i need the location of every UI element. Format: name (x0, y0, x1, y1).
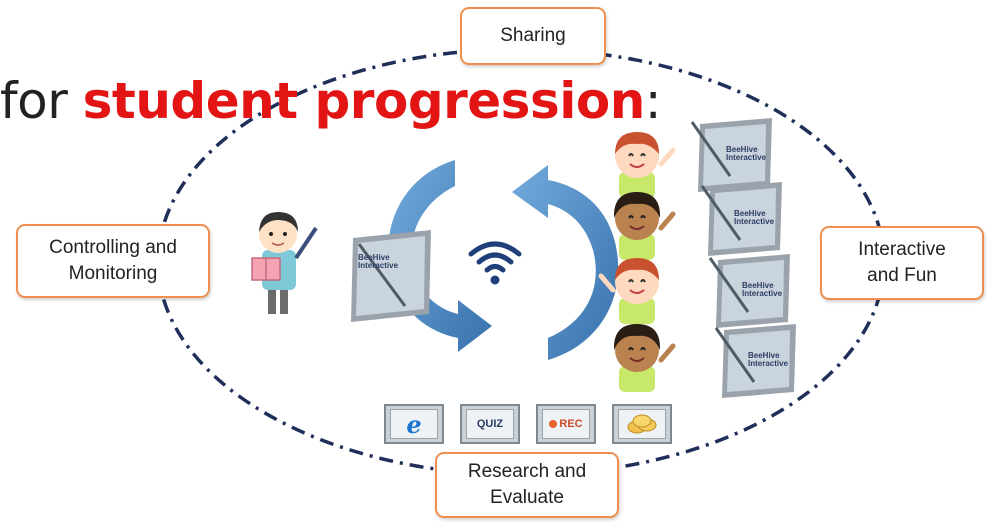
student-tablet-2-icon (700, 182, 782, 256)
node-research-and-evaluate: Research and Evaluate (435, 452, 619, 518)
wifi-icon (468, 241, 522, 285)
tool-internet-explorer: e (384, 404, 444, 444)
title-suffix: : (644, 72, 662, 130)
node-interactive-and-fun: Interactive and Fun (820, 226, 984, 300)
student-tablet-4-label: BeeHive Interactive (748, 351, 789, 369)
student-tablet-3-label: BeeHive Interactive (742, 281, 783, 299)
student-tablet-2-label: BeeHive Interactive (734, 209, 775, 227)
student-1-icon (615, 132, 676, 198)
cycle-arrow-right (512, 165, 619, 360)
quiz-icon: QUIZ (476, 418, 504, 430)
tool-quiz: QUIZ (460, 404, 520, 444)
node-sharing: Sharing (460, 7, 606, 65)
title-prefix: for (0, 72, 83, 130)
record-label: REC (559, 418, 583, 430)
student-tablet-1-label: BeeHive Interactive (726, 145, 767, 163)
teacher-icon (251, 212, 318, 314)
student-2-icon (613, 192, 676, 260)
title-highlight: student progression (82, 72, 646, 130)
page-title: for student progression: (0, 72, 662, 130)
student-tablet-3-icon (708, 254, 790, 328)
student-3-icon (598, 258, 659, 324)
internet-explorer-icon: e (406, 409, 422, 439)
record-dot-icon (549, 420, 558, 428)
tool-coins (612, 404, 672, 444)
teacher-tablet-label: BeeHive Interactive (358, 253, 399, 271)
coins-icon (627, 414, 657, 434)
teacher-tablet-icon (351, 230, 431, 322)
student-tablet-4-icon (714, 324, 796, 398)
node-controlling-and-monitoring: Controlling and Monitoring (16, 224, 210, 298)
student-4-icon (613, 324, 676, 392)
student-tablet-1-icon (690, 118, 772, 192)
tool-record: REC (536, 404, 596, 444)
